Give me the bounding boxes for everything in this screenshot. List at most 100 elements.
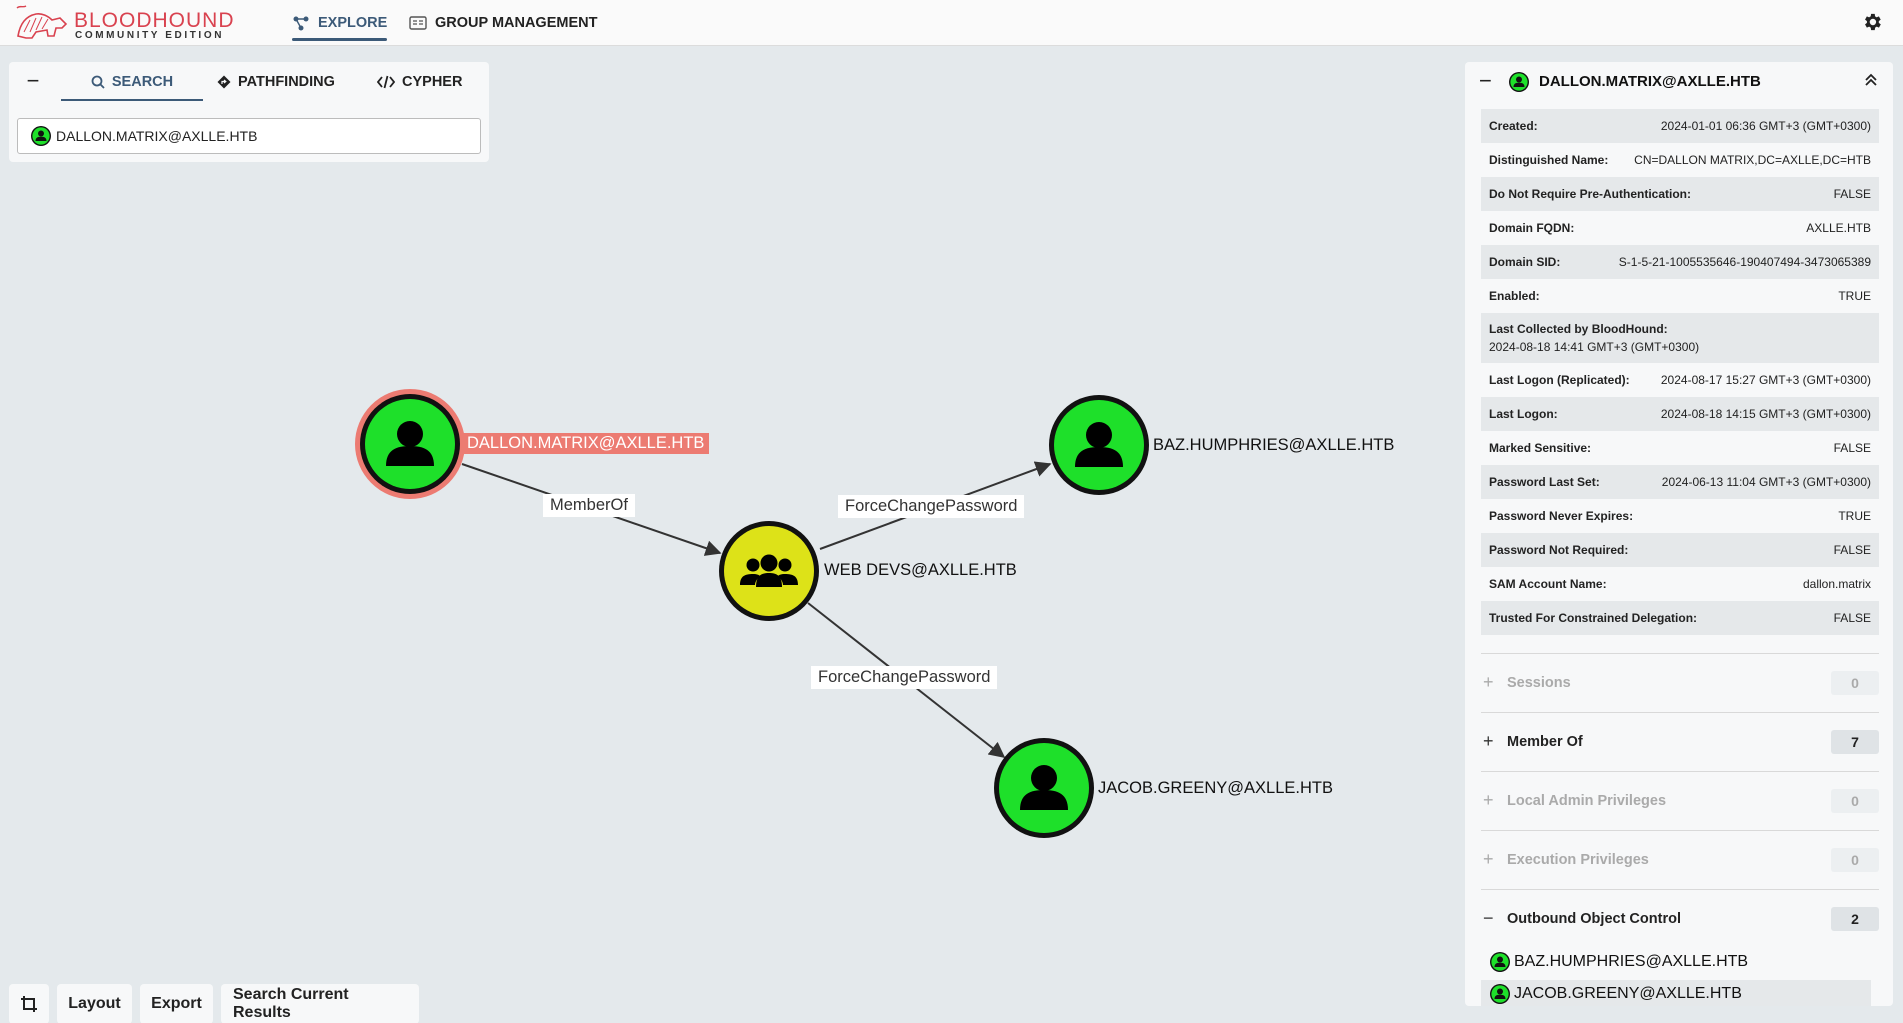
nav-explore-label: EXPLORE	[318, 15, 388, 31]
search-input-value: DALLON.MATRIX@AXLLE.HTB	[56, 128, 258, 144]
section-title: Sessions	[1507, 674, 1571, 691]
property-row: Do Not Require Pre-Authentication:FALSE	[1481, 177, 1879, 211]
logo-subtitle: COMMUNITY EDITION	[75, 30, 225, 41]
tab-pathfinding-label: PATHFINDING	[238, 74, 335, 90]
property-key: Last Logon (Replicated):	[1489, 373, 1630, 387]
property-key: Enabled:	[1489, 289, 1540, 303]
collapse-search-panel-button[interactable]: −	[26, 68, 40, 93]
bloodhound-logo[interactable]: BLOODHOUND COMMUNITY EDITION	[14, 2, 234, 42]
section-member-of[interactable]: + Member Of 7	[1481, 712, 1879, 770]
property-value: 2024-06-13 11:04 GMT+3 (GMT+0300)	[1661, 475, 1871, 489]
user-icon	[1490, 984, 1510, 1004]
code-icon	[377, 75, 395, 89]
search-current-results-button[interactable]: Search Current Results	[221, 984, 419, 1023]
property-value: TRUE	[1838, 509, 1871, 523]
group-management-icon	[409, 16, 427, 30]
user-icon	[1509, 72, 1529, 92]
property-key: SAM Account Name:	[1489, 577, 1607, 591]
outbound-item[interactable]: JACOB.GREENY@AXLLE.HTB	[1481, 980, 1871, 1006]
property-row: Distinguished Name:CN=DALLON MATRIX,DC=A…	[1481, 143, 1879, 177]
entity-title: DALLON.MATRIX@AXLLE.HTB	[1539, 73, 1761, 90]
property-row: Trusted For Constrained Delegation:FALSE	[1481, 601, 1879, 635]
properties-list: Created:2024-01-01 06:36 GMT+3 (GMT+0300…	[1481, 109, 1879, 635]
node-web-devs[interactable]	[719, 521, 819, 621]
node-jacob[interactable]	[994, 738, 1094, 838]
property-key: Password Never Expires:	[1489, 509, 1634, 523]
entity-panel-header: − DALLON.MATRIX@AXLLE.HTB	[1465, 62, 1893, 102]
node-baz[interactable]	[1049, 395, 1149, 495]
settings-button[interactable]	[1861, 11, 1883, 33]
layout-button[interactable]: Layout	[57, 984, 132, 1023]
search-panel-tabs: − SEARCH PATHFINDING CYPHER	[9, 62, 489, 102]
property-value: FALSE	[1833, 543, 1871, 557]
section-title: Outbound Object Control	[1507, 910, 1681, 927]
section-execution-privileges[interactable]: + Execution Privileges 0	[1481, 830, 1879, 888]
property-row: Last Logon (Replicated): 2024-08-17 15:27…	[1481, 363, 1879, 397]
tab-search[interactable]: SEARCH	[61, 62, 203, 102]
section-sessions[interactable]: + Sessions 0	[1481, 653, 1879, 711]
logo-title: BLOODHOUND	[74, 9, 235, 32]
property-key: Password Last Set:	[1489, 475, 1600, 489]
property-value: S-1-5-21-1005535646-190407494-3473065389	[1618, 255, 1871, 269]
section-title: Member Of	[1507, 733, 1583, 750]
edge-label-forcechangepassword-baz[interactable]: ForceChangePassword	[838, 495, 1025, 518]
property-value: 2024-08-18 14:15 GMT+3 (GMT+0300)	[1660, 407, 1871, 421]
tab-search-label: SEARCH	[111, 74, 174, 90]
property-key: Domain SID:	[1489, 255, 1561, 269]
search-input[interactable]: DALLON.MATRIX@AXLLE.HTB	[17, 118, 481, 154]
property-row: Password Not Required: FALSE	[1481, 533, 1879, 567]
outbound-item[interactable]: BAZ.HUMPHRIES@AXLLE.HTB	[1489, 948, 1879, 976]
node-label-jacob: JACOB.GREENY@AXLLE.HTB	[1098, 779, 1333, 797]
property-row: Password Last Set: 2024-06-13 11:04 GMT+3…	[1481, 465, 1879, 499]
property-key: Created:	[1489, 119, 1538, 133]
property-key: Password Not Required:	[1489, 543, 1629, 557]
chevron-double-up-icon[interactable]	[1863, 72, 1879, 88]
search-icon	[91, 75, 105, 89]
collapse-icon: −	[1483, 908, 1494, 928]
expand-icon: +	[1483, 731, 1494, 751]
property-key: Last Collected by BloodHound:	[1489, 322, 1668, 336]
property-row: Marked Sensitive: FALSE	[1481, 431, 1879, 465]
nav-explore-tab[interactable]: EXPLORE	[292, 9, 388, 41]
collapse-entity-panel-button[interactable]: −	[1479, 68, 1492, 93]
property-value: TRUE	[1838, 289, 1871, 303]
tab-cypher-label: CYPHER	[402, 74, 463, 90]
property-key: Distinguished Name:	[1489, 153, 1609, 167]
entity-info-panel: − DALLON.MATRIX@AXLLE.HTB Created:2024-0…	[1465, 62, 1893, 1006]
crop-icon	[21, 996, 37, 1012]
edge-label-memberof[interactable]: MemberOf	[543, 494, 635, 517]
outbound-item-label: BAZ.HUMPHRIES@AXLLE.HTB	[1514, 953, 1749, 970]
property-key: Trusted For Constrained Delegation:	[1489, 611, 1698, 625]
pathfinding-icon	[217, 75, 231, 89]
property-row: Last Collected by BloodHound: 2024-08-18 …	[1481, 313, 1879, 363]
edge-label-forcechangepassword-jacob[interactable]: ForceChangePassword	[811, 666, 998, 689]
nav-group-management-tab[interactable]: GROUP MANAGEMENT	[409, 9, 597, 37]
explore-icon	[293, 16, 309, 31]
property-key: Domain FQDN:	[1489, 221, 1575, 235]
export-button[interactable]: Export	[140, 984, 213, 1023]
section-count: 0	[1831, 847, 1879, 872]
property-value: dallon.matrix	[1802, 577, 1871, 591]
property-row: Password Never Expires: TRUE	[1481, 499, 1879, 533]
property-row: Domain FQDN:AXLLE.HTB	[1481, 211, 1879, 245]
user-icon	[1490, 952, 1510, 972]
node-label-dallon: DALLON.MATRIX@AXLLE.HTB	[462, 433, 710, 454]
property-value: 2024-08-17 15:27 GMT+3 (GMT+0300)	[1660, 373, 1871, 387]
tab-pathfinding[interactable]: PATHFINDING	[217, 62, 335, 102]
node-label-baz: BAZ.HUMPHRIES@AXLLE.HTB	[1153, 436, 1395, 454]
graph-canvas[interactable]: DALLON.MATRIX@AXLLE.HTB WEB DEVS@AXLLE.H…	[0, 46, 1460, 1023]
tab-cypher[interactable]: CYPHER	[377, 62, 462, 102]
property-row: Domain SID: S-1-5-21-1005535646-190407494…	[1481, 245, 1879, 279]
node-dallon[interactable]	[355, 389, 465, 499]
section-outbound-object-control[interactable]: − Outbound Object Control 2	[1481, 889, 1879, 947]
nav-group-management-label: GROUP MANAGEMENT	[435, 15, 598, 31]
crop-button[interactable]	[9, 984, 49, 1023]
section-local-admin-privileges[interactable]: + Local Admin Privileges 0	[1481, 771, 1879, 829]
property-value: 2024-08-18 14:41 GMT+3 (GMT+0300)	[1489, 340, 1700, 354]
hound-logo-icon	[16, 5, 68, 39]
property-value: FALSE	[1833, 187, 1871, 201]
property-key: Marked Sensitive:	[1489, 441, 1592, 455]
property-value: FALSE	[1833, 441, 1871, 455]
gear-icon	[1865, 13, 1881, 31]
section-count: 0	[1831, 670, 1879, 695]
